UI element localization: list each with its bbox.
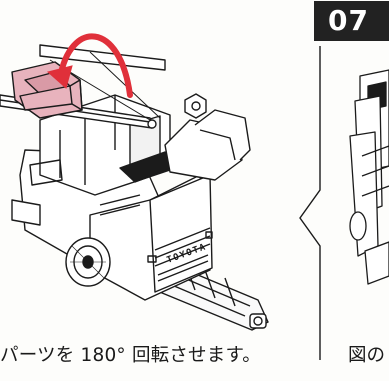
step-number-badge: 07 <box>314 1 389 41</box>
truck-illustration: TOYOTA <box>0 33 269 331</box>
step-divider <box>299 46 321 360</box>
next-step-caption: 図の <box>348 345 386 366</box>
instruction-caption: パーツを 180° 回転させます。 <box>0 345 262 366</box>
next-step-illustration <box>349 69 389 285</box>
